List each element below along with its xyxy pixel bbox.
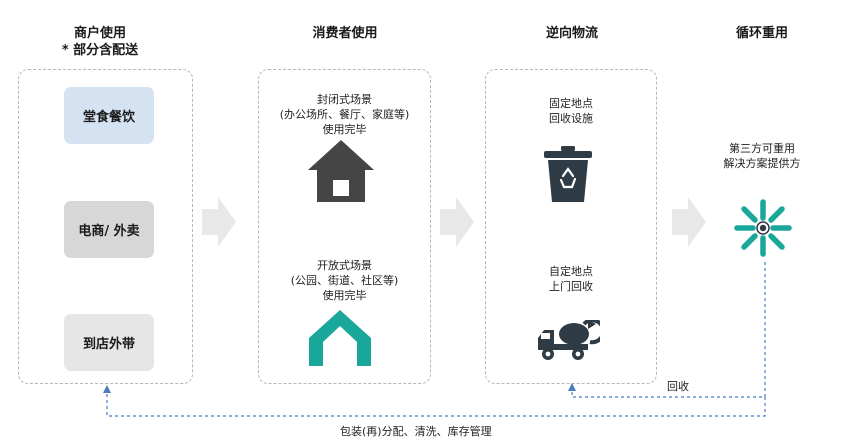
open-scene-text: 开放式场景 (公园、街道、社区等) 使用完毕 <box>258 258 431 303</box>
house-icon <box>308 140 374 202</box>
tile-ecommerce: 电商/ 外卖 <box>64 201 154 258</box>
open-scene-status: 使用完毕 <box>322 289 367 302</box>
tile-takeaway: 到店外带 <box>64 314 154 371</box>
closed-scene-text: 封闭式场景 (办公场所、餐厅、家庭等) 使用完毕 <box>258 92 431 137</box>
chevron-right-icon <box>672 197 706 247</box>
header-reuse: 循环重用 <box>735 26 788 41</box>
closed-scene-examples: (办公场所、餐厅、家庭等) <box>279 108 410 121</box>
chevron-right-icon <box>440 197 474 247</box>
header-consumer: 消费者使用 <box>312 26 378 41</box>
closed-scene-status: 使用完毕 <box>322 123 367 136</box>
fixed-site-title: 固定地点 <box>549 97 593 110</box>
reuse-provider-line2: 解决方案提供方 <box>723 157 801 170</box>
header-merchant-line1: 商户使用 <box>73 26 126 41</box>
reuse-provider-text: 第三方可重用 解决方案提供方 <box>702 141 822 171</box>
header-reverse: 逆向物流 <box>545 26 598 41</box>
open-house-icon <box>309 310 371 366</box>
reuse-provider-line1: 第三方可重用 <box>729 142 795 155</box>
door-pickup-title: 自定地点 <box>549 265 593 278</box>
chevron-right-icon <box>202 197 236 247</box>
header-merchant: 商户使用 * 部分含配送 <box>40 25 160 59</box>
tile-dine-in: 堂食餐饮 <box>64 87 154 144</box>
open-scene-examples: (公园、街道、社区等) <box>290 274 399 287</box>
recycle-bin-icon <box>544 146 592 202</box>
open-scene-title: 开放式场景 <box>317 259 372 272</box>
fixed-site-desc: 回收设施 <box>549 112 593 125</box>
reuse-logo-icon <box>734 199 792 257</box>
recycle-label: 回收 <box>667 380 689 393</box>
reverse-box <box>485 69 657 384</box>
distribution-label: 包装(再)分配、清洗、库存管理 <box>340 425 492 438</box>
closed-scene-title: 封闭式场景 <box>317 93 372 106</box>
door-pickup-desc: 上门回收 <box>549 280 593 293</box>
merchant-box: 堂食餐饮 电商/ 外卖 到店外带 <box>18 69 193 384</box>
truck-icon <box>538 320 600 360</box>
door-pickup-text: 自定地点 上门回收 <box>485 264 657 294</box>
consumer-box <box>258 69 431 384</box>
fixed-site-text: 固定地点 回收设施 <box>485 96 657 126</box>
header-merchant-line2: * 部分含配送 <box>61 43 139 58</box>
